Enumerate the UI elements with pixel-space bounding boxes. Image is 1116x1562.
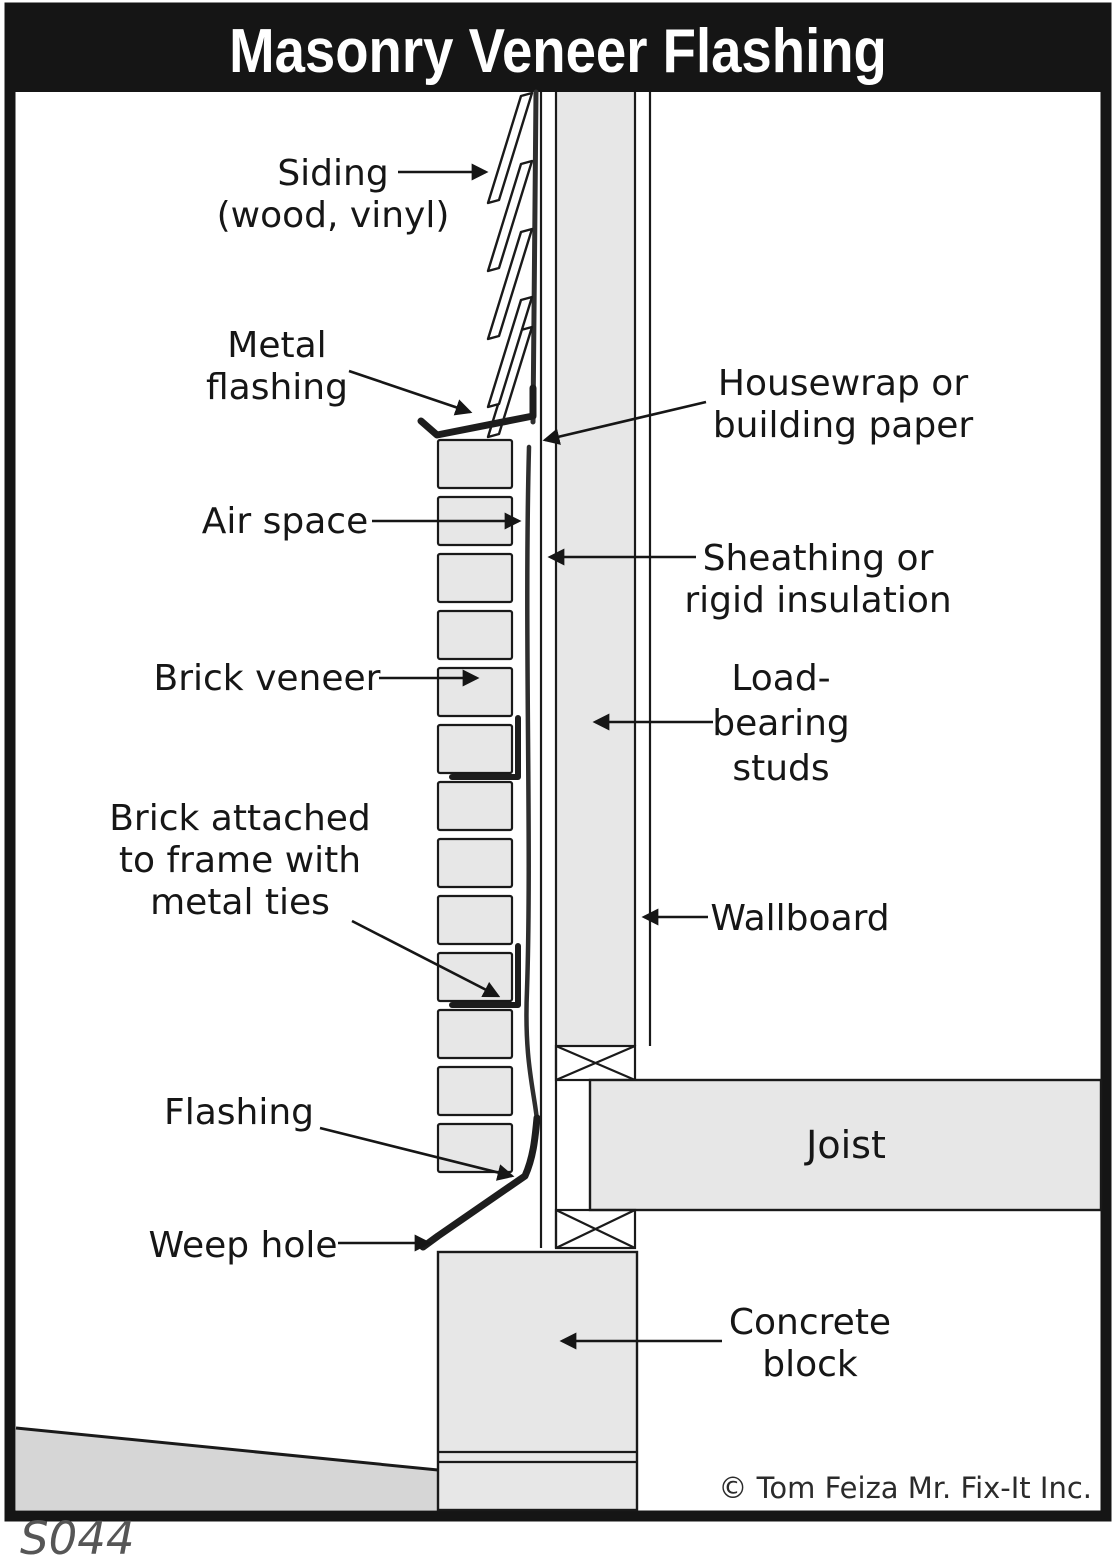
label-metal-flashing-line-2: flashing [206,367,348,408]
metal-tie-upper [449,715,521,780]
siding-board [486,159,534,273]
metal-tie-lower [449,943,521,1008]
label-siding-line-2: (wood, vinyl) [217,195,450,236]
label-air-space: Air space [202,501,368,542]
label-studs-line-2: bearing [712,703,850,744]
brick [436,438,514,490]
bottom-plate-cross [555,1044,636,1082]
label-joist: Joist [804,1123,886,1167]
siding-board [486,227,534,341]
stud-cavity [557,92,635,1046]
brick [436,951,514,1003]
label-weep-hole: Weep hole [148,1225,337,1266]
flashing-arrow [319,1126,515,1181]
label-housewrap-line-1: Housewrap or [718,363,968,404]
housewrap-arrow [542,400,707,445]
page-title: Masonry Veneer Flashing [229,17,887,86]
brick [436,837,514,889]
sheet-code: S044 [20,1512,134,1562]
siding-board [486,295,534,409]
label-concrete-block-line-2: block [762,1344,858,1385]
brick [436,1065,514,1117]
copyright-text: © Tom Feiza Mr. Fix-It Inc. [718,1471,1092,1505]
brick-ties-arrow [351,919,501,998]
joist-shape [588,1078,1103,1212]
label-wallboard: Wallboard [710,898,889,939]
label-brick-ties-line-3: metal ties [150,882,330,923]
label-studs-line-3: studs [732,748,829,789]
concrete-block-shape [436,1250,639,1512]
label-concrete-block-line-1: Concrete [729,1302,891,1343]
brick [436,723,514,775]
label-housewrap-line-2: building paper [713,405,974,446]
housewrap-line-lower [524,444,540,1123]
label-flashing: Flashing [164,1092,314,1133]
sill-plate-block [554,1208,637,1250]
metal-flashing-arrow [348,369,473,416]
brick [436,894,514,946]
ground-fill [16,1428,438,1510]
brick [436,1122,514,1174]
title-bar-text-group: Masonry Veneer Flashing [229,17,887,86]
label-siding-line-1: Siding [277,153,388,194]
label-brick-ties-line-2: to frame with [119,840,361,881]
label-sheathing-line-2: rigid insulation [684,580,951,621]
brick-veneer-column [436,438,514,1174]
block-joint-lines [438,1450,637,1464]
flashing-bottom-shape [419,1114,541,1251]
brick [436,552,514,604]
label-metal-flashing-line-1: Metal [227,325,326,366]
brick [436,666,514,718]
housewrap-line-upper [530,89,539,425]
metal-flashing-top-shape [417,384,537,439]
siding-board [486,91,534,205]
label-brick-ties-line-1: Brick attached [109,798,371,839]
label-sheathing-line-1: Sheathing or [703,538,934,579]
brick [436,1008,514,1060]
sill-plate-cross [555,1209,636,1249]
label-brick-veneer: Brick veneer [154,658,381,699]
label-studs-line-1: Load- [731,658,830,699]
brick [436,780,514,832]
grade-line [15,1426,439,1472]
brick [436,609,514,661]
title-bar [6,4,1110,92]
